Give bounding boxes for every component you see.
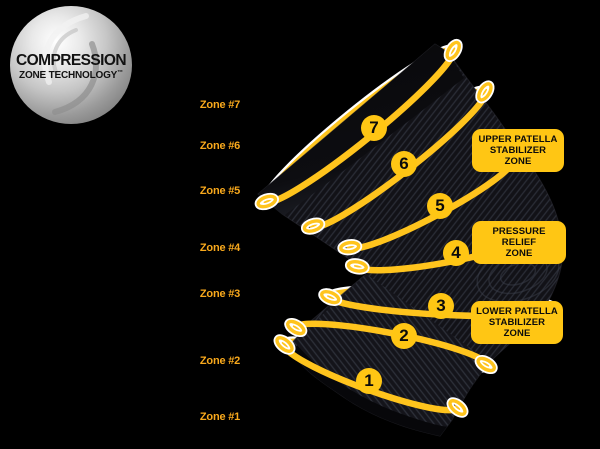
callout-line: LOWER PATELLA xyxy=(476,306,558,317)
callout-pressure-relief-zone: PRESSURE RELIEF ZONE xyxy=(472,221,566,264)
ring-7-loops xyxy=(254,38,463,211)
callout-line: STABILIZER xyxy=(489,145,547,156)
zone-label-1: Zone #1 xyxy=(199,411,241,423)
ring-5-loops xyxy=(337,239,363,256)
callout-line: ZONE xyxy=(503,328,531,339)
ring-number-7: 7 xyxy=(361,115,387,141)
logo-title: COMPRESSION xyxy=(15,52,127,69)
callout-line: ZONE xyxy=(505,248,533,259)
ring-number-6: 6 xyxy=(391,151,417,177)
zone-label-4: Zone #4 xyxy=(199,242,241,254)
zone-label-3: Zone #3 xyxy=(199,288,241,300)
logo-subtitle: ZONE TECHNOLOGY™ xyxy=(10,70,132,81)
ring-number-5: 5 xyxy=(427,193,453,219)
logo-swirl xyxy=(42,13,100,115)
ring-3-loops xyxy=(318,288,343,307)
callout-line: STABILIZER xyxy=(488,317,546,328)
callout-line: ZONE xyxy=(504,156,532,167)
sleeve-lower-section xyxy=(288,274,490,436)
ring-number-4: 4 xyxy=(443,240,469,266)
zone-label-6: Zone #6 xyxy=(199,140,241,152)
callout-lower-patella-stabilizer-zone: LOWER PATELLA STABILIZER ZONE xyxy=(471,301,563,344)
ring-1-loops xyxy=(273,334,469,418)
ring-2-loops xyxy=(284,317,498,375)
ring-6-loops xyxy=(300,80,495,235)
logo-subtitle-text: ZONE TECHNOLOGY xyxy=(19,70,118,81)
callout-line: PRESSURE RELIEF xyxy=(492,226,546,248)
compression-zone-technology-logo: COMPRESSION ZONE TECHNOLOGY™ xyxy=(10,6,132,124)
ring-number-2: 2 xyxy=(391,323,417,349)
bottom-cuff-band xyxy=(286,345,449,436)
trademark-symbol: ™ xyxy=(117,70,123,76)
ring-number-1: 1 xyxy=(356,368,382,394)
zone-label-2: Zone #2 xyxy=(199,355,241,367)
zone-label-5: Zone #5 xyxy=(199,185,241,197)
ring-number-3: 3 xyxy=(428,293,454,319)
callout-line: UPPER PATELLA xyxy=(478,134,558,145)
zone-label-7: Zone #7 xyxy=(199,99,241,111)
callout-upper-patella-stabilizer-zone: UPPER PATELLA STABILIZER ZONE xyxy=(472,129,564,172)
ring-4-loops xyxy=(344,258,370,275)
ring-end-loops xyxy=(254,38,498,418)
